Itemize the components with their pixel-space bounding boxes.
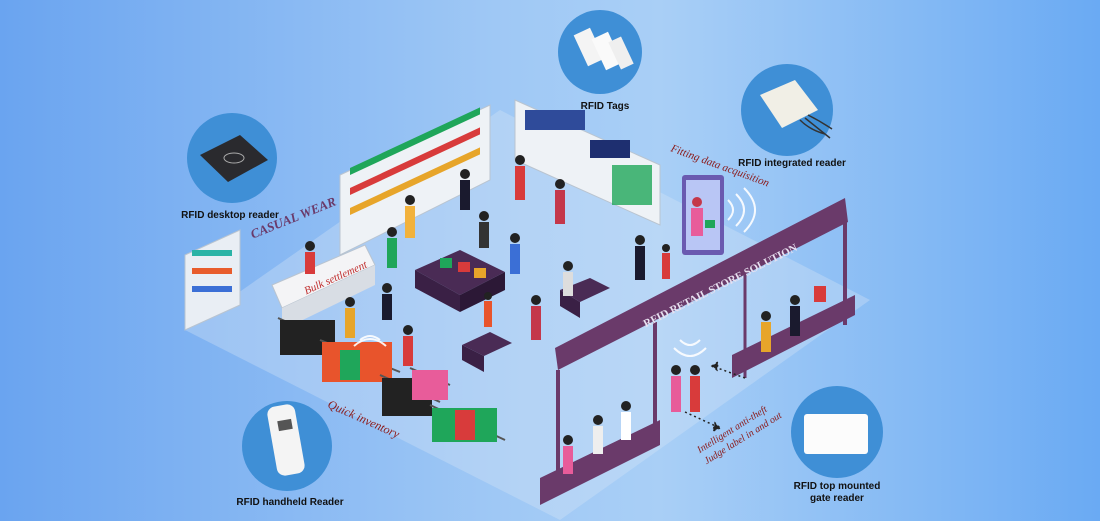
cashier-counter xyxy=(271,244,376,330)
gate-reader-label-line2: gate reader xyxy=(810,493,864,504)
shoppers xyxy=(305,155,700,412)
device-circle-handheld-reader xyxy=(242,401,332,491)
device-circle-gate-reader xyxy=(791,386,883,478)
device-circle-integrated-reader xyxy=(741,64,833,156)
device-circle-tags xyxy=(558,10,642,94)
gate-reader-label: RFID top mounted gate reader xyxy=(787,481,887,505)
gate-reader-label-line1: RFID top mounted xyxy=(793,481,881,492)
signal-waves xyxy=(353,187,756,357)
tags-label: RFID Tags xyxy=(580,101,630,112)
side-table-front xyxy=(462,332,512,356)
fitting-mirror xyxy=(682,175,724,255)
tag-shelf xyxy=(514,99,661,226)
device-circle-desktop-reader xyxy=(187,113,277,203)
handheld-reader-label: RFID handheld Reader xyxy=(236,497,344,508)
integrated-reader-label: RFID integrated reader xyxy=(738,158,846,169)
desktop-reader-label: RFID desktop reader xyxy=(181,210,279,221)
display-table xyxy=(415,250,505,312)
clothes-racks xyxy=(277,317,506,442)
back-shelf xyxy=(339,104,491,256)
anti-theft-arrows xyxy=(684,360,746,433)
left-shelf xyxy=(184,229,241,331)
store-gate xyxy=(540,198,855,505)
